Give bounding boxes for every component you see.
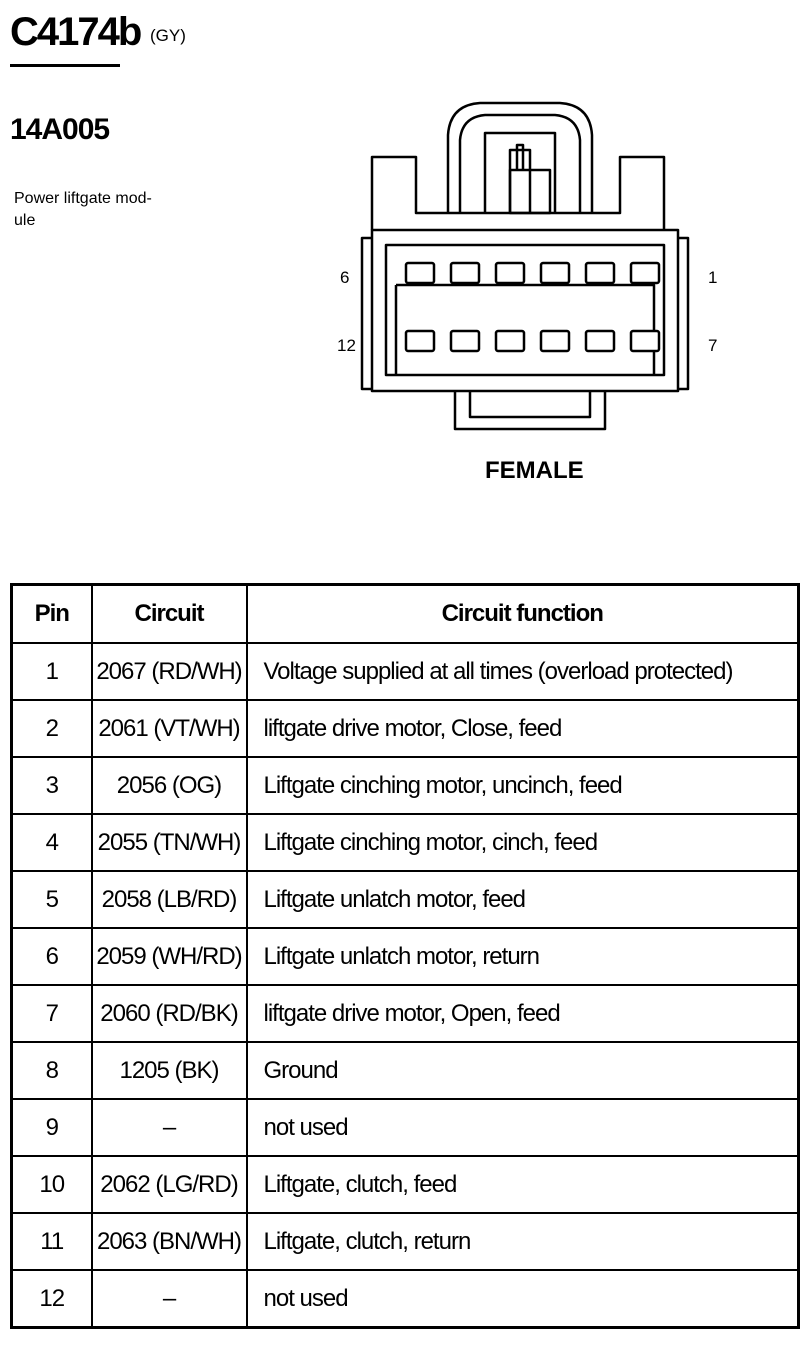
pin-label-1: 1 <box>708 268 718 287</box>
circuit-function-cell: Liftgate unlatch motor, return <box>245 927 800 986</box>
pin-number-cell: 10 <box>10 1155 93 1214</box>
title-underline <box>10 64 120 67</box>
connector-body <box>360 155 690 431</box>
circuit-cell: 2067 (RD/WH) <box>90 642 248 701</box>
circuit-function-cell: Ground <box>245 1041 800 1100</box>
connector-id: C4174b <box>10 10 142 54</box>
column-header-function: Circuit function <box>245 583 800 644</box>
pin-number-cell: 9 <box>10 1098 93 1157</box>
pin-cavity-11 <box>449 329 481 353</box>
table-row: 12–not used <box>10 1269 800 1329</box>
connector-color: (GY) <box>150 26 186 45</box>
pin-number-cell: 2 <box>10 699 93 758</box>
pin-cavities <box>404 261 661 353</box>
pin-number-cell: 12 <box>10 1269 93 1329</box>
circuit-cell: 2055 (TN/WH) <box>90 813 248 872</box>
pin-number-cell: 6 <box>10 927 93 986</box>
circuit-cell: 2061 (VT/WH) <box>90 699 248 758</box>
column-header-pin: Pin <box>10 583 93 644</box>
circuit-function-cell: Liftgate, clutch, feed <box>245 1155 800 1214</box>
circuit-function-cell: Liftgate cinching motor, cinch, feed <box>245 813 800 872</box>
circuit-cell: 2058 (LB/RD) <box>90 870 248 929</box>
circuit-cell: – <box>90 1098 248 1157</box>
pin-cavity-9 <box>539 329 571 353</box>
circuit-function-cell: not used <box>245 1269 800 1329</box>
pin-number-cell: 7 <box>10 984 93 1043</box>
column-header-circuit: Circuit <box>90 583 248 644</box>
pin-label-7: 7 <box>708 336 718 355</box>
pin-number-cell: 3 <box>10 756 93 815</box>
pin-cavity-5 <box>449 261 481 285</box>
pin-cavity-7 <box>629 329 661 353</box>
pin-cavity-2 <box>584 261 616 285</box>
circuit-function-cell: liftgate drive motor, Open, feed <box>245 984 800 1043</box>
circuit-function-cell: liftgate drive motor, Close, feed <box>245 699 800 758</box>
connector-gender: FEMALE <box>485 457 584 484</box>
table-header-row: Pin Circuit Circuit function <box>10 583 800 644</box>
pin-number-cell: 4 <box>10 813 93 872</box>
circuit-function-cell: Liftgate cinching motor, uncinch, feed <box>245 756 800 815</box>
circuit-cell: 1205 (BK) <box>90 1041 248 1100</box>
connector-description: Power liftgate mod- ule <box>14 190 152 229</box>
pin-label-6: 6 <box>340 268 350 287</box>
circuit-cell: 2062 (LG/RD) <box>90 1155 248 1214</box>
connector-latch <box>446 101 594 215</box>
connector-face-diagram <box>360 101 690 431</box>
circuit-function-cell: Liftgate, clutch, return <box>245 1212 800 1271</box>
pin-number-cell: 5 <box>10 870 93 929</box>
circuit-cell: 2056 (OG) <box>90 756 248 815</box>
table-row: 9–not used <box>10 1098 800 1157</box>
pin-cavity-4 <box>494 261 526 285</box>
circuit-function-cell: not used <box>245 1098 800 1157</box>
pin-cavity-3 <box>539 261 571 285</box>
circuit-function-cell: Voltage supplied at all times (overload … <box>245 642 800 701</box>
circuit-cell: 2060 (RD/BK) <box>90 984 248 1043</box>
circuit-cell: – <box>90 1269 248 1329</box>
part-number: 14A005 <box>10 113 110 146</box>
pin-number-cell: 11 <box>10 1212 93 1271</box>
pin-cavity-12 <box>404 329 436 353</box>
circuit-cell: 2059 (WH/RD) <box>90 927 248 986</box>
circuit-function-cell: Liftgate unlatch motor, feed <box>245 870 800 929</box>
pin-cavity-8 <box>584 329 616 353</box>
pin-cavity-1 <box>629 261 661 285</box>
circuit-cell: 2063 (BN/WH) <box>90 1212 248 1271</box>
pin-cavity-6 <box>404 261 436 285</box>
pin-cavity-10 <box>494 329 526 353</box>
pin-label-12: 12 <box>337 336 356 355</box>
pin-number-cell: 8 <box>10 1041 93 1100</box>
pin-number-cell: 1 <box>10 642 93 701</box>
